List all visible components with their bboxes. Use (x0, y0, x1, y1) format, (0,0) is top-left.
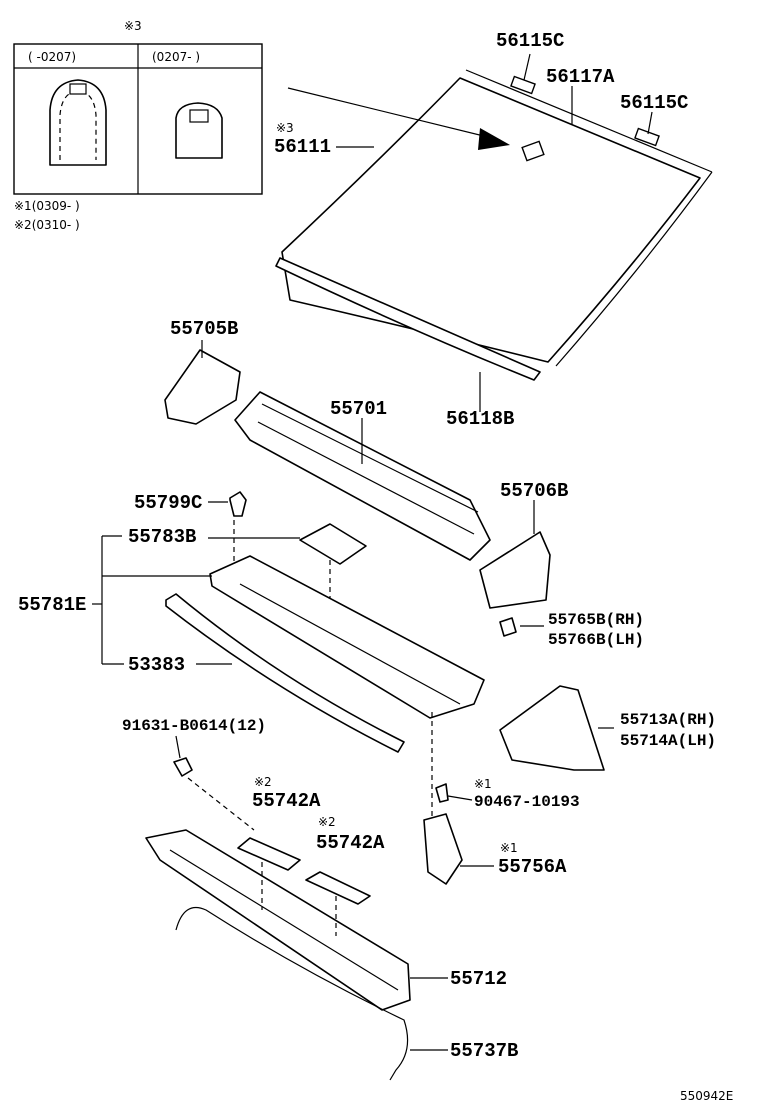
label-53383: 53383 (128, 654, 185, 676)
diagram-code: 550942E (680, 1089, 733, 1103)
label-mark2-a: ※2 (254, 775, 272, 789)
label-55737b: 55737B (450, 1040, 518, 1062)
label-55713a: 55713A(RH) (620, 711, 716, 729)
label-55781e: 55781E (18, 594, 86, 616)
screw-icon (435, 783, 449, 803)
label-55706b: 55706B (500, 480, 568, 502)
label-55714a: 55714A(LH) (620, 732, 716, 750)
side-panel (499, 685, 605, 771)
washer-hose (175, 906, 409, 1081)
cowl-louver (209, 555, 485, 719)
label-55766b: 55766B(LH) (548, 631, 644, 649)
label-55783b: 55783B (128, 526, 196, 548)
windshield-glass (275, 69, 713, 381)
note-1: ※1(0309- ) (14, 199, 80, 213)
leader-lines (92, 53, 653, 1051)
bolt-icon (173, 757, 255, 831)
label-mark1-b: ※1 (500, 841, 518, 855)
pad-left (237, 837, 301, 871)
windshield-arrow-icon (287, 87, 510, 150)
right-bracket (479, 531, 551, 609)
label-56115c-top: 56115C (496, 30, 564, 52)
label-55742a-2: 55742A (316, 832, 385, 854)
label-56117a: 56117A (546, 66, 615, 88)
lower-cowl (145, 829, 411, 1011)
inset-right-header: (0207- ) (152, 50, 200, 64)
label-56118b: 56118B (446, 408, 514, 430)
label-56115c-right: 56115C (620, 92, 688, 114)
label-mark3-main: ※3 (276, 121, 294, 135)
weatherstrip-seal (165, 593, 405, 753)
label-55799c: 55799C (134, 492, 202, 514)
label-90467: 90467-10193 (474, 793, 580, 811)
cowl-panel (234, 391, 491, 561)
label-mark2-b: ※2 (318, 815, 336, 829)
label-55756a: 55756A (498, 856, 567, 878)
left-bracket (164, 349, 241, 425)
label-mark1-a: ※1 (474, 777, 492, 791)
label-91631: 91631-B0614(12) (122, 717, 266, 735)
label-55765b: 55765B(RH) (548, 611, 644, 629)
note-2: ※2(0310- ) (14, 218, 80, 232)
label-55701: 55701 (330, 398, 387, 420)
shield-bracket (423, 813, 463, 885)
small-clip (499, 617, 517, 637)
inset-left-header: ( -0207) (28, 50, 76, 64)
label-55742a-1: 55742A (252, 790, 321, 812)
inset-mark: ※3 (124, 19, 142, 33)
clip-icon (229, 491, 247, 517)
label-55705b: 55705B (170, 318, 238, 340)
inset-box: ※3 ( -0207) (0207- ) (13, 19, 263, 195)
label-55712: 55712 (450, 968, 507, 990)
pad-right (305, 871, 371, 905)
label-56111: 56111 (274, 136, 331, 158)
